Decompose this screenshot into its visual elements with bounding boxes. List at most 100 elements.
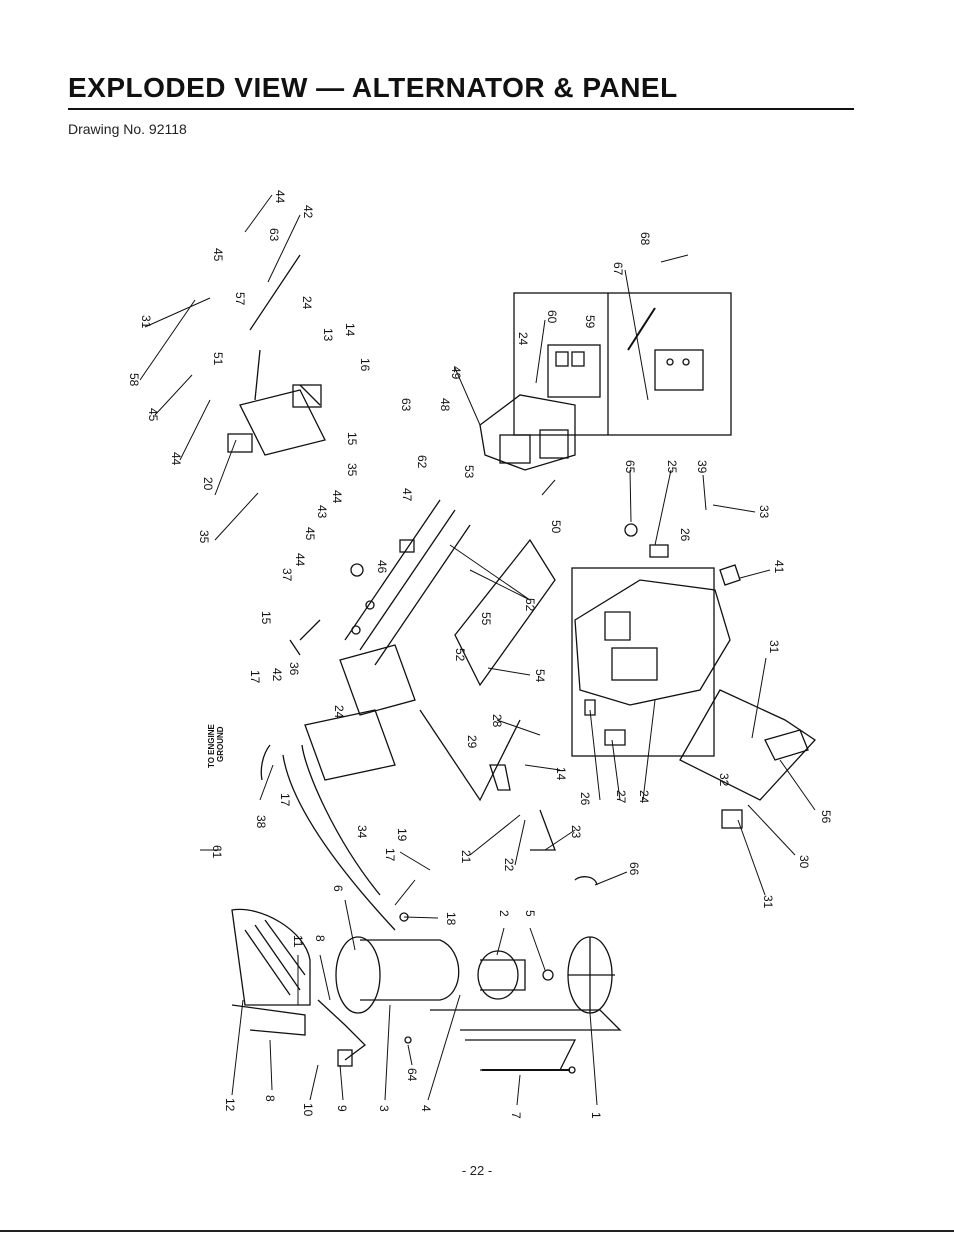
callout: 67 [611, 262, 625, 276]
callout: 23 [569, 825, 583, 839]
callout: 56 [819, 810, 833, 824]
callout: 22 [502, 858, 516, 872]
ground-label-line2: GROUND [216, 726, 225, 762]
callout: 54 [533, 669, 547, 683]
callout: 44 [293, 553, 307, 567]
circuit-board [339, 644, 416, 716]
title-rule [68, 108, 854, 110]
callout: 52 [453, 648, 467, 662]
callout: 7 [509, 1112, 523, 1119]
callout: 37 [280, 568, 294, 582]
callout: 5 [523, 910, 537, 917]
callout: 18 [444, 912, 458, 926]
callout: 27 [614, 790, 628, 804]
drawing-number: Drawing No. 92118 [68, 121, 187, 137]
callout: 55 [479, 612, 493, 626]
callout: 42 [270, 668, 284, 682]
callout: 26 [578, 792, 592, 806]
callout: 49 [449, 366, 463, 380]
callout: 31 [761, 895, 775, 909]
callout: 65 [623, 460, 637, 474]
bearing [542, 969, 554, 981]
callout: 63 [399, 398, 413, 412]
callout: 28 [490, 714, 504, 728]
callout: 64 [405, 1068, 419, 1082]
callout: 41 [772, 560, 786, 574]
callout: 31 [767, 640, 781, 654]
callout: 59 [583, 315, 597, 329]
callout: 58 [127, 373, 141, 387]
callout: 50 [549, 520, 563, 534]
callout: 61 [210, 845, 224, 859]
callout: 52 [523, 598, 537, 612]
callout: 44 [273, 190, 287, 204]
callout: 31 [139, 315, 153, 329]
callout: 24 [516, 332, 530, 346]
callout: 1 [589, 1112, 603, 1119]
callout: 16 [358, 358, 372, 372]
callout: 19 [395, 828, 409, 842]
alternator-endbell [335, 936, 381, 1014]
callout: 17 [248, 670, 262, 684]
callout: 35 [197, 530, 211, 544]
callout: 17 [383, 848, 397, 862]
callout: 45 [211, 248, 225, 262]
callout: 47 [400, 488, 414, 502]
callout: 66 [627, 862, 641, 876]
exploded-view-diagram: 44 42 63 45 24 31 57 58 51 13 14 45 44 1… [127, 190, 833, 1119]
callout: 60 [545, 310, 559, 324]
callout: 9 [335, 1105, 349, 1112]
callout: 34 [355, 825, 369, 839]
callout: 24 [637, 790, 651, 804]
callout: 26 [678, 528, 692, 542]
callout: 33 [757, 505, 771, 519]
callout: 8 [313, 935, 327, 942]
ground-wire [282, 754, 396, 931]
upper-panel [239, 389, 326, 456]
housing-panel-box [571, 567, 715, 757]
callout: 63 [267, 228, 281, 242]
callout: 13 [321, 328, 335, 342]
callout: 62 [415, 455, 429, 469]
callout: 14 [343, 323, 357, 337]
callout: 38 [254, 815, 268, 829]
callout: 24 [300, 296, 314, 310]
housing-panel [574, 579, 731, 706]
callout: 15 [259, 611, 273, 625]
callout: 68 [638, 232, 652, 246]
callout: 25 [665, 460, 679, 474]
callout: 36 [287, 662, 301, 676]
callout: 46 [375, 560, 389, 574]
panel-bracket [479, 394, 576, 471]
page-title: EXPLODED VIEW — ALTERNATOR & PANEL [68, 72, 678, 103]
alternator-rotor [477, 950, 519, 1000]
callout: 42 [301, 205, 315, 219]
callout: 44 [330, 490, 344, 504]
callout: 29 [465, 735, 479, 749]
callout: 32 [717, 773, 731, 787]
page-number: - 22 - [461, 1163, 493, 1178]
callout: 44 [169, 452, 183, 466]
callout: 48 [438, 398, 452, 412]
callout: 2 [497, 910, 511, 917]
callout: 3 [377, 1105, 391, 1112]
ground-label-line1: TO ENGINE [207, 723, 216, 768]
callout: 14 [554, 767, 568, 781]
fan-guard [231, 908, 311, 1006]
callout: 51 [211, 352, 225, 366]
callout: 6 [331, 885, 345, 892]
callout: 15 [345, 432, 359, 446]
callout: 45 [303, 527, 317, 541]
receptacle-plate [547, 344, 601, 398]
callout: 43 [315, 505, 329, 519]
callout: 24 [332, 705, 346, 719]
callout: 8 [263, 1095, 277, 1102]
callout: 45 [146, 408, 160, 422]
callout: 30 [797, 855, 811, 869]
callout: 20 [201, 477, 215, 491]
alternator-stator [360, 939, 460, 1001]
callout: 53 [462, 465, 476, 479]
callout: 21 [459, 850, 473, 864]
callout: 35 [345, 463, 359, 477]
callout: 39 [695, 460, 709, 474]
